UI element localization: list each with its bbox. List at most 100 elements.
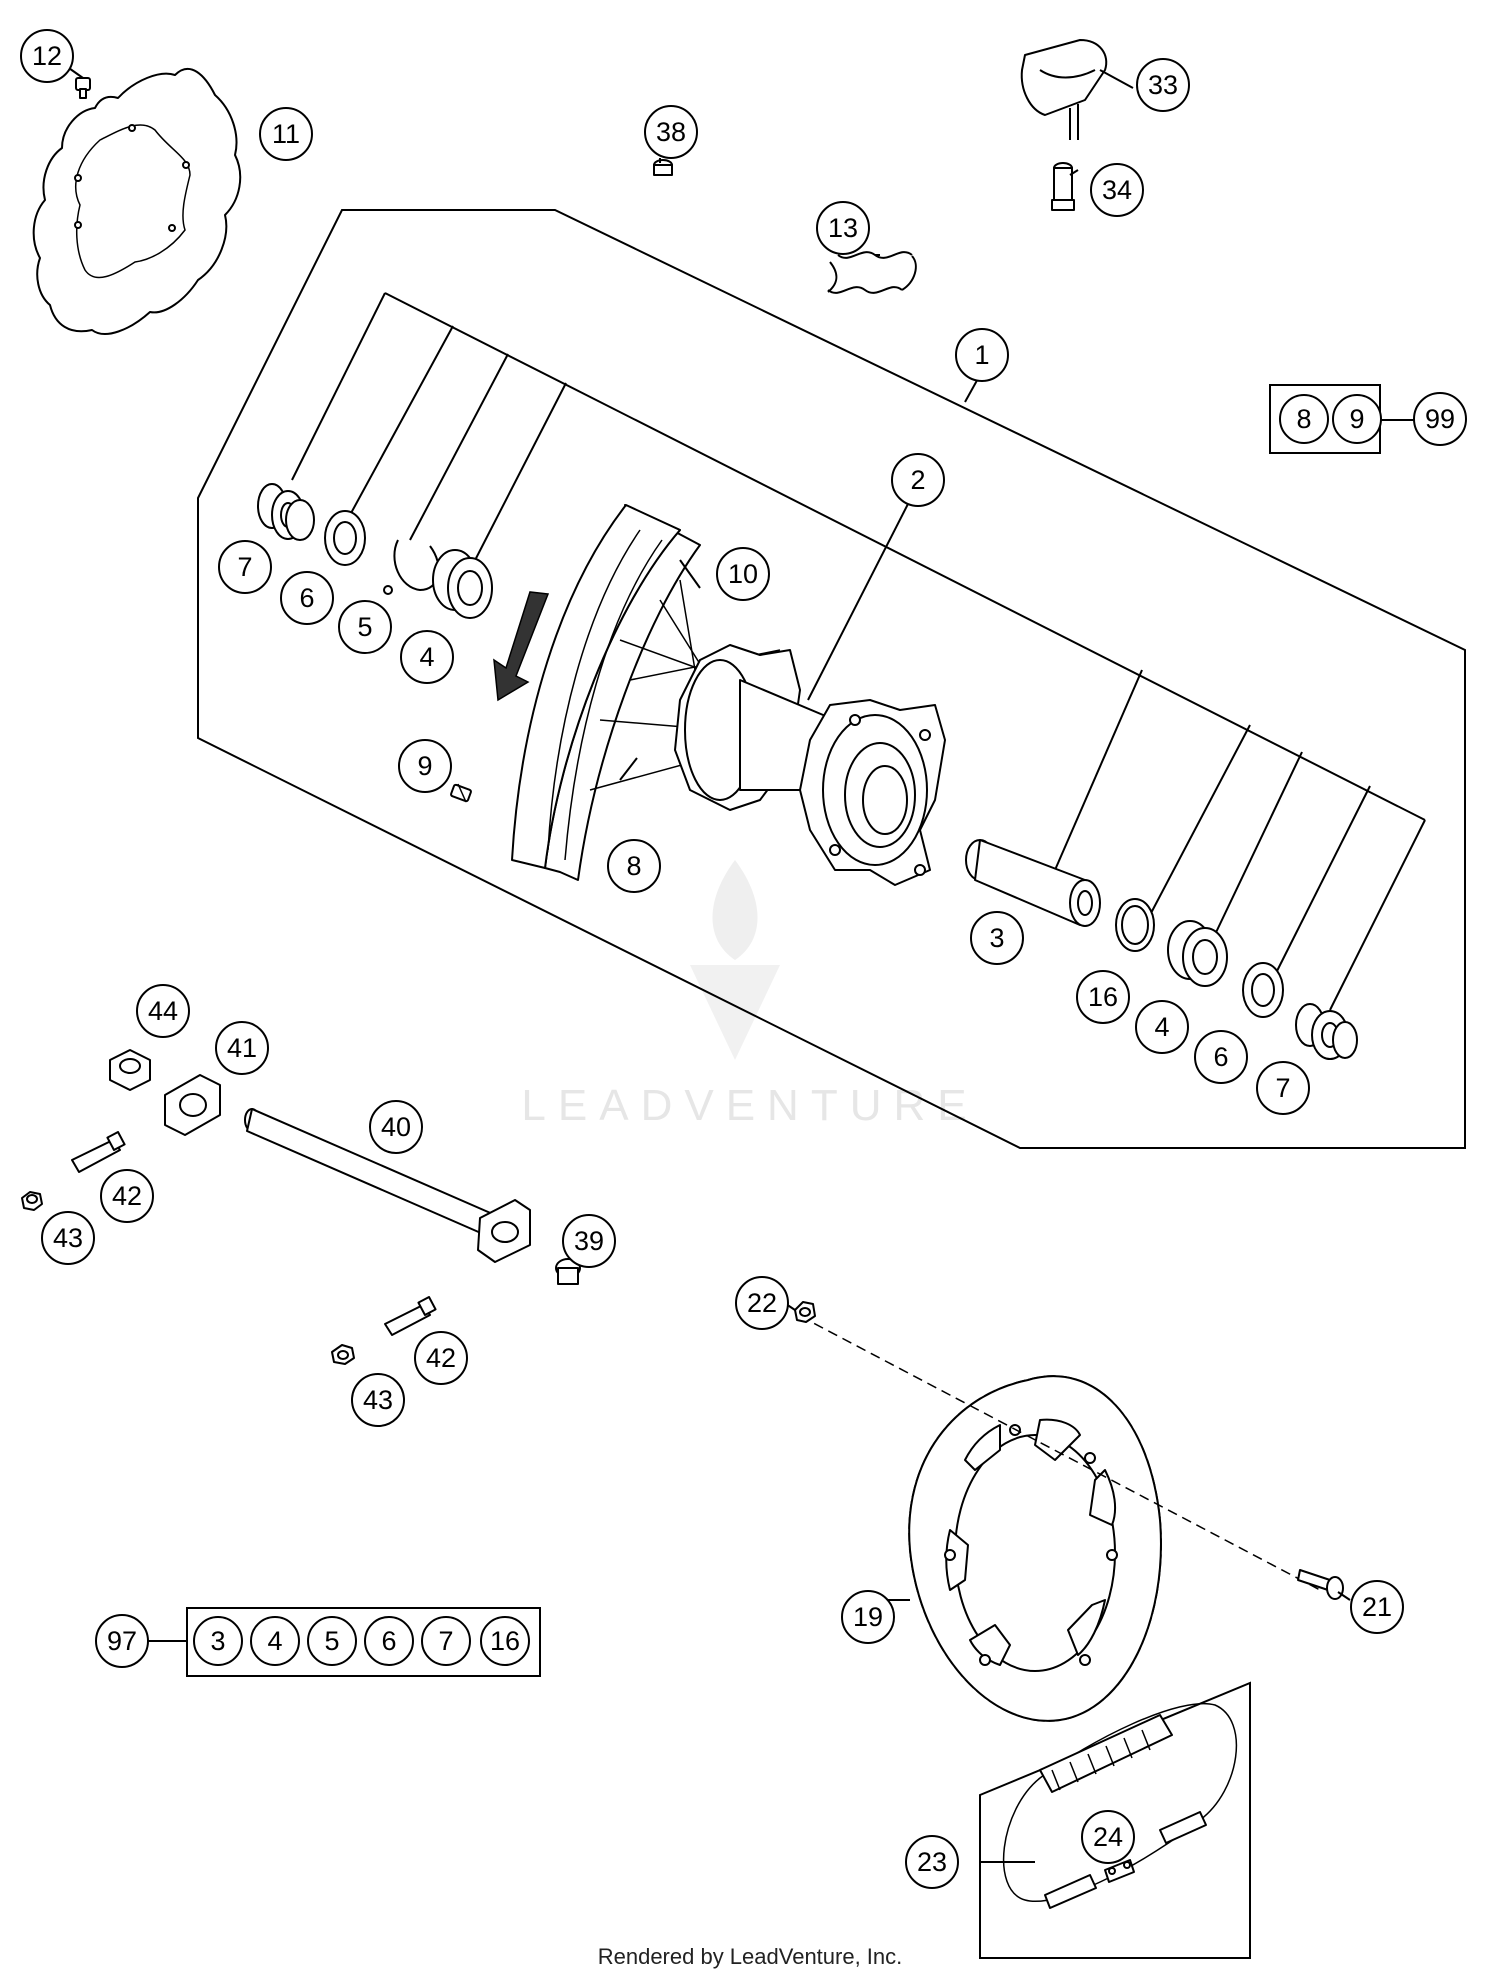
seal-6-lower <box>1242 962 1284 1018</box>
spacer-7-lower <box>1295 1003 1358 1060</box>
hub-2 <box>674 644 946 886</box>
callout-13: 13 <box>816 201 870 255</box>
callout-21: 21 <box>1350 1580 1404 1634</box>
kit-97-item-6: 16 <box>480 1616 530 1666</box>
svg-text:3: 3 <box>989 923 1004 953</box>
callout-40: 40 <box>369 1100 423 1154</box>
footer-credit: Rendered by LeadVenture, Inc. <box>597 1944 903 1969</box>
kit-97-label: 97 <box>95 1614 149 1668</box>
callout-11: 11 <box>259 107 313 161</box>
callout-3: 3 <box>970 911 1024 965</box>
svg-text:21: 21 <box>1362 1592 1392 1622</box>
brake-disc-11 <box>32 68 242 335</box>
callout-43-right: 43 <box>351 1373 405 1427</box>
svg-text:8: 8 <box>1296 404 1311 434</box>
nut-22 <box>794 1301 816 1323</box>
nut-43-left <box>21 1191 43 1211</box>
svg-text:41: 41 <box>227 1033 257 1063</box>
rim-tape-13 <box>827 251 917 294</box>
kit-97-group: 97 3 4 5 6 7 16 <box>95 1607 541 1677</box>
callout-4-lower: 4 <box>1135 1000 1189 1054</box>
callout-9: 9 <box>398 739 452 793</box>
svg-text:23: 23 <box>917 1847 947 1877</box>
svg-text:97: 97 <box>107 1626 137 1656</box>
seal-6-upper <box>324 510 366 566</box>
watermark-text: LEADVENTURE <box>521 1081 978 1130</box>
callout-7-lower: 7 <box>1256 1061 1310 1115</box>
svg-text:33: 33 <box>1148 70 1178 100</box>
callout-33: 33 <box>1136 58 1190 112</box>
bolt-39 <box>555 1258 581 1285</box>
kit-99-item-1: 8 <box>1279 394 1329 444</box>
svg-text:22: 22 <box>747 1288 777 1318</box>
callout-1: 1 <box>955 328 1009 382</box>
callout-16: 16 <box>1076 970 1130 1024</box>
svg-text:44: 44 <box>148 996 178 1026</box>
adjust-screw-42-right <box>384 1296 437 1336</box>
spacer-tube-3 <box>965 839 1101 927</box>
sprocket-19 <box>908 1375 1162 1722</box>
nut-34 <box>1051 162 1075 211</box>
svg-text:39: 39 <box>574 1226 604 1256</box>
kit-99-label: 99 <box>1413 392 1467 446</box>
bolt-21 <box>1297 1569 1344 1600</box>
callout-42-right: 42 <box>414 1331 468 1385</box>
callout-41: 41 <box>215 1021 269 1075</box>
axle-40 <box>244 1108 531 1263</box>
callout-24: 24 <box>1081 1810 1135 1864</box>
svg-text:9: 9 <box>417 751 432 781</box>
callout-34: 34 <box>1090 163 1144 217</box>
svg-text:7: 7 <box>237 552 252 582</box>
svg-text:6: 6 <box>381 1626 396 1656</box>
callout-42-left: 42 <box>100 1169 154 1223</box>
pad-33 <box>1020 39 1108 140</box>
screw-12 <box>75 77 91 99</box>
callout-5: 5 <box>338 600 392 654</box>
svg-text:1: 1 <box>974 340 989 370</box>
svg-text:4: 4 <box>267 1626 282 1656</box>
adjust-screw-42-left <box>71 1131 126 1173</box>
ring-16 <box>1115 898 1155 952</box>
callout-6-lower: 6 <box>1194 1030 1248 1084</box>
lower-component-leaders <box>1054 669 1426 1011</box>
kit-99-group: 8 9 99 <box>1269 384 1467 454</box>
kit-97-item-3: 5 <box>307 1616 357 1666</box>
svg-text:11: 11 <box>272 119 300 149</box>
svg-text:7: 7 <box>1275 1073 1290 1103</box>
svg-text:42: 42 <box>426 1343 456 1373</box>
svg-text:2: 2 <box>910 465 925 495</box>
svg-text:24: 24 <box>1093 1822 1123 1852</box>
kit-97-box <box>186 1607 541 1677</box>
svg-text:5: 5 <box>324 1626 339 1656</box>
svg-text:42: 42 <box>112 1181 142 1211</box>
wheel-assembly-frame <box>197 209 1466 1149</box>
callout-23: 23 <box>905 1835 959 1889</box>
svg-text:19: 19 <box>853 1602 883 1632</box>
circlip-5 <box>383 539 440 595</box>
callout-8: 8 <box>607 839 661 893</box>
nut-43-right <box>331 1344 355 1365</box>
callout-22: 22 <box>735 1276 789 1330</box>
callout-6-upper: 6 <box>280 571 334 625</box>
bearing-4-upper <box>432 549 493 619</box>
svg-text:4: 4 <box>1154 1012 1169 1042</box>
sprocket-axis-line <box>799 1315 1321 1591</box>
chain-adjuster-41 <box>164 1074 221 1136</box>
callout-39: 39 <box>562 1214 616 1268</box>
rim-10 <box>511 504 701 881</box>
svg-text:43: 43 <box>363 1385 393 1415</box>
axle-nut-44 <box>109 1049 151 1091</box>
upper-component-leaders <box>291 292 1426 821</box>
svg-text:13: 13 <box>828 213 858 243</box>
svg-text:7: 7 <box>438 1626 453 1656</box>
svg-text:9: 9 <box>1349 404 1364 434</box>
kit-97-item-2: 4 <box>250 1616 300 1666</box>
callout-44: 44 <box>136 984 190 1038</box>
callout-38: 38 <box>644 105 698 159</box>
kit-97-item-5: 7 <box>421 1616 471 1666</box>
master-link-24 <box>1104 1859 1135 1883</box>
svg-text:3: 3 <box>210 1626 225 1656</box>
spacer-7-upper <box>257 483 315 541</box>
